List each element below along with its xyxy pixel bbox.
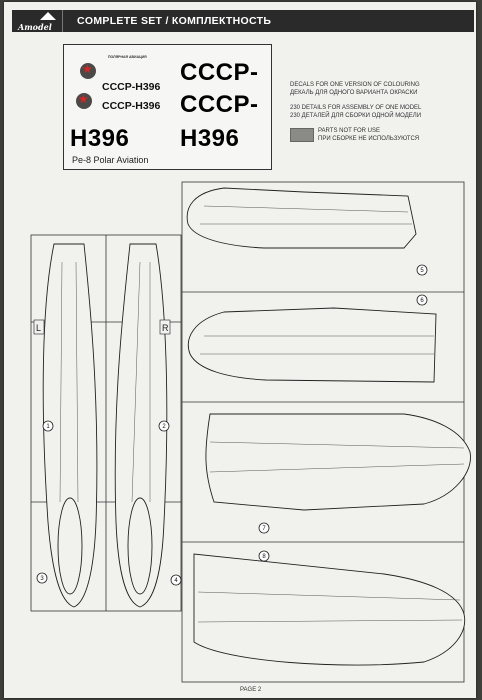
decal-big-cccp: СССР- <box>180 59 259 86</box>
part-number-marker <box>258 522 270 534</box>
part-number-marker <box>158 420 170 432</box>
page-number: PAGE 2 <box>240 687 262 693</box>
side-label-left: L <box>36 323 41 333</box>
details-note-en: 230 DETAILS FOR ASSEMBLY OF ONE MODEL <box>290 105 422 111</box>
header-bar: Amodel COMPLETE SET / КОМПЛЕКТНОСТЬ <box>12 10 474 32</box>
decal-big-h396: Н396 <box>180 125 240 152</box>
parts-note-en: PARTS NOT FOR USE <box>318 128 381 134</box>
panel-line <box>203 205 409 213</box>
sprue-drawing: 1 2 3 4 5 6 7 8 L R <box>30 181 471 683</box>
part-number-marker <box>42 420 54 432</box>
side-label-box <box>33 319 45 335</box>
panel-line <box>209 463 465 473</box>
decal-caption: Pe-8 Polar Aviation <box>72 155 149 165</box>
instruction-page: Amodel COMPLETE SET / КОМПЛЕКТНОСТЬ ПОЛЯ… <box>4 2 476 698</box>
details-note: 230 DETAILS FOR ASSEMBLY OF ONE MODEL 23… <box>290 105 421 120</box>
part-number-4: 4 <box>174 578 178 584</box>
decals-note-en: DECALS FOR ONE VERSION OF COLOURING <box>290 82 420 88</box>
wing-part-6 <box>187 307 437 383</box>
part-number-marker <box>258 550 270 562</box>
side-label-right: R <box>162 323 169 333</box>
decal-sheet: ПОЛЯРНАЯ АВИАЦИЯ СССР-Н396 СССР-Н396 ССС… <box>63 44 272 170</box>
part-number-marker <box>36 572 48 584</box>
details-note-ru: 230 ДЕТАЛЕЙ ДЛЯ СБОРКИ ОДНОЙ МОДЕЛИ <box>290 112 422 119</box>
part-number-marker <box>170 574 182 586</box>
part-number-2: 2 <box>162 424 166 430</box>
fuselage-window-left <box>57 497 83 595</box>
sprue-frame <box>181 181 465 683</box>
decal-small-registration: СССР-Н396 <box>102 81 161 93</box>
panel-line <box>131 261 141 503</box>
fuselage-right-half <box>114 243 168 608</box>
logo-text: Amodel <box>18 22 52 32</box>
decal-small-registration: СССР-Н396 <box>102 100 161 112</box>
decal-big-cccp: СССР- <box>180 91 259 118</box>
side-label-box <box>159 319 171 335</box>
panel-line <box>75 261 79 503</box>
decals-note-ru: ДЕКАЛЬ ДЛЯ ОДНОГО ВАРИАНТА ОКРАСКИ <box>290 89 418 96</box>
part-number-1: 1 <box>46 424 50 430</box>
unused-parts-swatch <box>290 128 314 142</box>
page-title: COMPLETE SET / КОМПЛЕКТНОСТЬ <box>77 15 272 27</box>
part-number-3: 3 <box>40 576 44 582</box>
part-number-7: 7 <box>262 526 266 532</box>
star-roundel-icon <box>80 62 96 79</box>
wing-part-5 <box>186 187 417 249</box>
part-number-marker <box>416 264 428 276</box>
panel-line <box>209 441 465 449</box>
star-roundel-icon <box>76 92 92 109</box>
wing-part-7 <box>205 413 471 511</box>
part-number-5: 5 <box>420 268 424 274</box>
fuselage-left-half <box>42 243 98 608</box>
emblem-text: ПОЛЯРНАЯ АВИАЦИЯ <box>108 55 147 59</box>
panel-line <box>197 619 463 623</box>
parts-note: PARTS NOT FOR USE ПРИ СБОРКЕ НЕ ИСПОЛЬЗУ… <box>318 128 419 143</box>
logo-roof-icon <box>40 12 56 20</box>
panel-line <box>197 591 461 601</box>
panel-line <box>59 261 63 503</box>
part-number-8: 8 <box>262 554 266 560</box>
fuselage-window-right <box>127 497 153 595</box>
wing-part-8 <box>193 553 466 666</box>
decals-note: DECALS FOR ONE VERSION OF COLOURING ДЕКА… <box>290 82 420 97</box>
decal-big-h396: Н396 <box>70 125 130 152</box>
brand-logo: Amodel <box>12 10 63 32</box>
parts-note-ru: ПРИ СБОРКЕ НЕ ИСПОЛЬЗУЮТСЯ <box>318 135 420 142</box>
part-number-marker <box>416 294 428 306</box>
part-number-6: 6 <box>420 298 424 304</box>
